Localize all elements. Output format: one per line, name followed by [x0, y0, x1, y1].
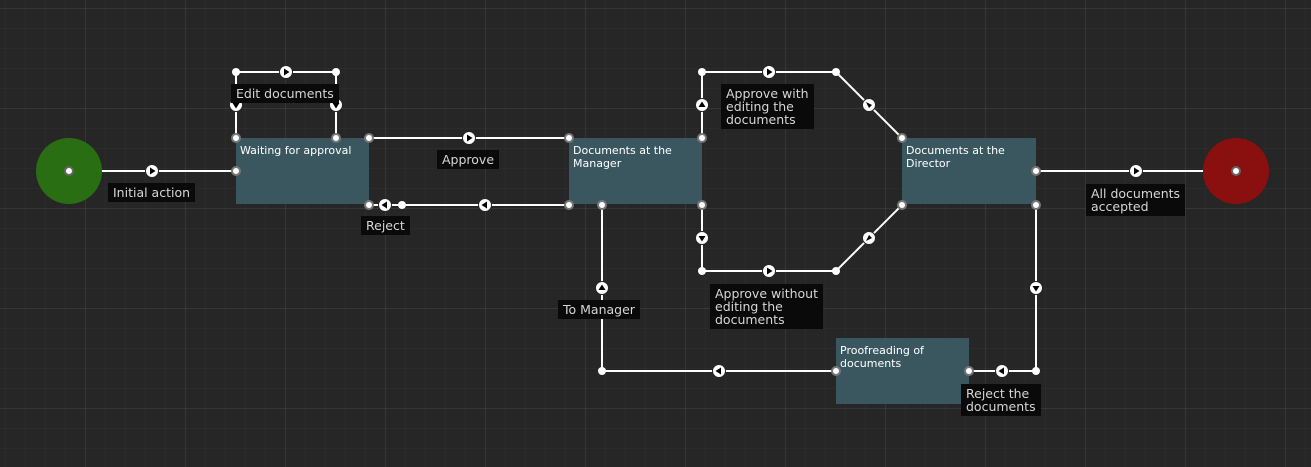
label-all-documents-accepted[interactable]: All documents accepted	[1086, 184, 1186, 216]
end-port[interactable]	[1231, 166, 1241, 176]
arrow-right-icon	[762, 65, 776, 79]
bend-point[interactable]	[832, 267, 840, 275]
arrow-left-icon	[478, 198, 492, 212]
node-documents-at-director[interactable]: Documents at the Director	[902, 138, 1036, 204]
node-waiting-for-approval[interactable]: Waiting for approval	[236, 138, 369, 204]
label-reject[interactable]: Reject	[361, 216, 410, 235]
label-approve-with-editing[interactable]: Approve with editing the documents	[721, 84, 814, 129]
arrow-right-icon	[279, 65, 293, 79]
end-node[interactable]	[1203, 138, 1269, 204]
bend-point[interactable]	[1032, 367, 1040, 375]
bend-point[interactable]	[698, 267, 706, 275]
connector-reject-documents[interactable]	[969, 205, 1037, 372]
node-documents-at-manager[interactable]: Documents at the Manager	[569, 138, 702, 204]
bend-point[interactable]	[698, 68, 706, 76]
start-port[interactable]	[64, 166, 74, 176]
arrow-up-icon	[595, 281, 609, 295]
arrow-right-icon	[762, 264, 776, 278]
arrow-down-right-icon	[862, 98, 876, 112]
node-proofreading[interactable]: Proofreading of documents	[836, 338, 969, 404]
bend-points	[232, 68, 1040, 375]
direction-arrows	[145, 65, 1143, 378]
label-approve[interactable]: Approve	[437, 150, 500, 169]
label-to-manager[interactable]: To Manager	[558, 300, 640, 319]
arrow-right-icon	[462, 131, 476, 145]
arrow-left-icon	[712, 364, 726, 378]
bend-point[interactable]	[398, 201, 406, 209]
label-edit-documents[interactable]: Edit documents	[231, 84, 339, 103]
label-approve-without-editing[interactable]: Approve without editing the documents	[710, 284, 823, 329]
bend-point[interactable]	[832, 68, 840, 76]
bend-point[interactable]	[232, 68, 240, 76]
arrow-down-icon	[695, 231, 709, 245]
arrow-left-icon	[378, 198, 392, 212]
arrow-right-icon	[145, 164, 159, 178]
arrow-up-icon	[695, 98, 709, 112]
bend-point[interactable]	[598, 367, 606, 375]
arrow-left-icon	[995, 364, 1009, 378]
label-reject-documents[interactable]: Reject the documents	[961, 384, 1041, 416]
arrow-right-icon	[1129, 164, 1143, 178]
label-initial-action[interactable]: Initial action	[108, 183, 196, 202]
start-node[interactable]	[36, 138, 102, 204]
arrow-up-right-icon	[862, 231, 876, 245]
bend-point[interactable]	[332, 68, 340, 76]
arrow-down-icon	[1029, 281, 1043, 295]
connector-edit-documents[interactable]	[235, 71, 337, 138]
